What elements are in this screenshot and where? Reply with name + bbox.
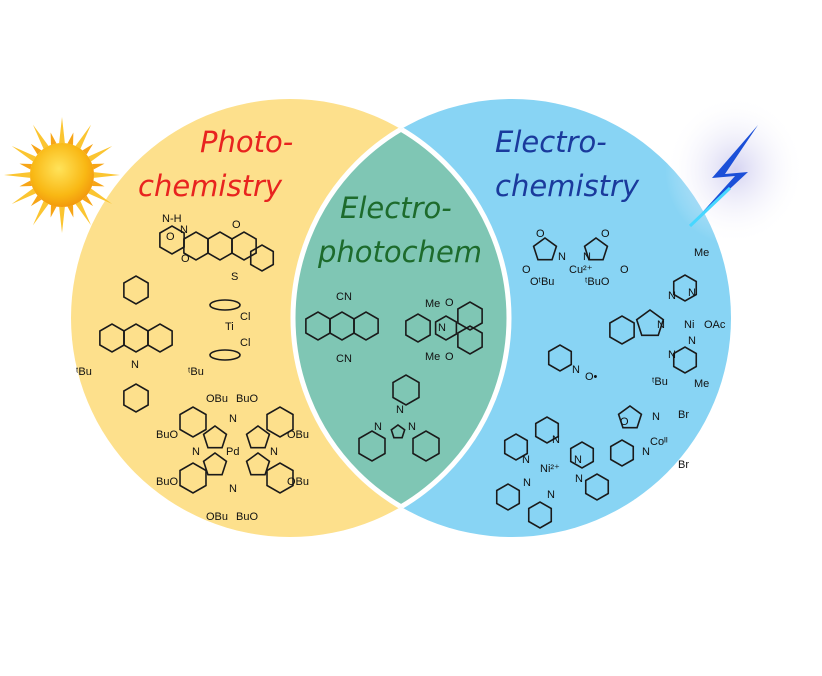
atom-label: OAc	[704, 319, 726, 331]
atom-label: N	[572, 364, 580, 376]
atom-label: Me	[694, 247, 709, 259]
atom-label: N	[668, 290, 676, 302]
photochemistry-title-line2: chemistry	[138, 169, 283, 203]
electrochemistry-title-line1: Electro-	[495, 125, 607, 159]
atom-label: Br	[678, 459, 689, 471]
atom-label: OBu	[206, 393, 228, 405]
atom-label: O	[522, 264, 531, 276]
atom-label: N	[583, 251, 591, 263]
atom-label: Cl	[240, 311, 250, 323]
atom-label: N	[657, 319, 665, 331]
atom-label: O•	[585, 371, 598, 383]
atom-label: N	[192, 446, 200, 458]
atom-label: Ni²⁺	[540, 463, 560, 475]
atom-label: O	[166, 231, 175, 243]
electrophotochem-title-line1: Electro-	[340, 191, 452, 225]
atom-label: Br	[678, 409, 689, 421]
atom-label: BuO	[156, 476, 178, 488]
atom-label: OBu	[287, 476, 309, 488]
atom-label: N	[642, 446, 650, 458]
atom-label: N	[688, 287, 696, 299]
atom-label: BuO	[156, 429, 178, 441]
molecule-abno: N O•	[547, 344, 598, 383]
atom-label: N	[523, 477, 531, 489]
atom-label: N	[408, 421, 416, 433]
lightning-bolt-icon	[665, 95, 805, 245]
atom-label: Cu²⁺	[569, 264, 593, 276]
overlap-border	[293, 99, 512, 537]
atom-label: Me	[425, 351, 440, 363]
atom-label: N	[552, 434, 560, 446]
electrochemistry-title-line2: chemistry	[495, 169, 640, 203]
atom-label: N	[229, 413, 237, 425]
atom-label: Coᴵᴵ	[650, 436, 668, 448]
atom-label: O	[620, 264, 629, 276]
atom-label: Ti	[225, 321, 234, 333]
atom-label: BuO	[236, 393, 258, 405]
atom-label: O	[232, 219, 241, 231]
atom-label: N	[396, 404, 404, 416]
atom-label: O	[536, 228, 545, 240]
atom-label: N	[668, 349, 676, 361]
molecule-dicyanoanthracene: CN CN	[305, 291, 379, 365]
atom-label: S	[231, 271, 238, 283]
atom-label: O	[445, 297, 454, 309]
atom-label: OBu	[287, 429, 309, 441]
atom-label: N	[131, 359, 139, 371]
electrophotochem-title-line2: photochem	[317, 235, 482, 269]
atom-label: N	[688, 335, 696, 347]
atom-label: N	[180, 224, 188, 236]
atom-label: O	[601, 228, 610, 240]
atom-label: N	[438, 322, 446, 334]
atom-label: N	[558, 251, 566, 263]
atom-label: ᵗBu	[652, 376, 668, 388]
atom-label: O	[620, 416, 629, 428]
sun-icon	[4, 117, 120, 233]
atom-label: N	[229, 483, 237, 495]
atom-label: OBu	[206, 511, 228, 523]
atom-label: N	[574, 454, 582, 466]
atom-label: N-H	[162, 213, 182, 225]
atom-label: N	[270, 446, 278, 458]
atom-label: Pd	[226, 446, 239, 458]
atom-label: BuO	[236, 511, 258, 523]
photochemistry-title-line1: Photo-	[200, 125, 293, 159]
atom-label: N	[374, 421, 382, 433]
atom-label: Cl	[240, 337, 250, 349]
atom-label: Ni	[684, 319, 694, 331]
atom-label: O	[181, 253, 190, 265]
atom-label: ᵗBuO	[585, 276, 610, 288]
atom-label: CN	[336, 291, 352, 303]
atom-label: CN	[336, 353, 352, 365]
atom-label: Me	[694, 378, 709, 390]
atom-label: N	[547, 489, 555, 501]
atom-label: ᵗBu	[188, 366, 204, 378]
atom-label: O	[445, 351, 454, 363]
atom-label: ᵗBu	[76, 366, 92, 378]
atom-label: OᵗBu	[530, 276, 554, 288]
atom-label: N	[522, 454, 530, 466]
atom-label: N	[652, 411, 660, 423]
atom-label: N	[575, 473, 583, 485]
atom-label: Me	[425, 298, 440, 310]
